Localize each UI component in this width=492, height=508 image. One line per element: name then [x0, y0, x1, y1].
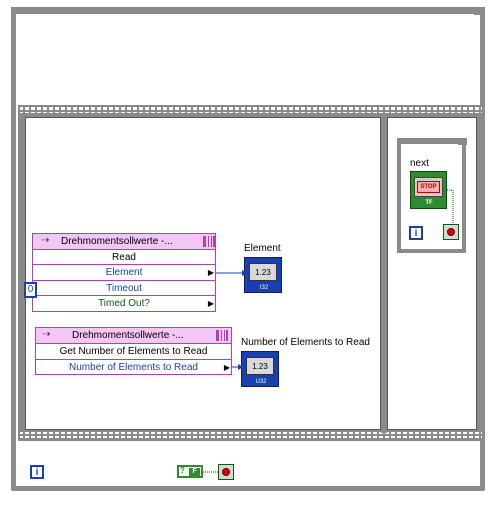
invoke-node-count-title: Drehmomentsollwerte -... — [72, 330, 184, 341]
wire-count — [231, 364, 243, 370]
stop-button-text: STOP — [420, 184, 437, 190]
outer-iteration-symbol: i — [35, 467, 39, 478]
invoke-node-arrow-icon: ⇢ — [41, 235, 50, 246]
element-indicator-terminal[interactable]: 1.23 I32 — [244, 257, 282, 293]
param-timeout-label: Timeout — [106, 283, 142, 294]
inner-loop-notch — [458, 138, 467, 145]
stop-button-face: STOP — [414, 177, 443, 197]
invoke-node-count-header[interactable]: ⇢ Drehmomentsollwerte -... — [35, 327, 232, 344]
sequence-sprockets — [20, 107, 482, 438]
param-count-label: Number of Elements to Read — [69, 362, 198, 373]
inner-iteration-symbol: i — [414, 228, 418, 239]
numeric-display: 1.23 — [249, 263, 277, 281]
output-arrow-icon: ▶ — [207, 268, 214, 277]
outer-iteration-terminal: i — [30, 465, 44, 479]
outer-loop-notch — [11, 7, 18, 14]
boolean-false-value: F — [192, 468, 197, 475]
inner-loop-condition-terminal[interactable] — [443, 224, 459, 240]
boolean-wire-inner — [447, 189, 454, 224]
outer-loop-notch — [474, 7, 485, 15]
boolean-false-box: F — [189, 468, 200, 476]
invoke-node-read-param-timeout[interactable]: Timeout — [32, 281, 216, 296]
count-indicator-terminal[interactable]: 1.23 U32 — [241, 351, 279, 387]
stop-if-true-icon — [222, 468, 230, 476]
invoke-node-read-header[interactable]: ⇢ Drehmomentsollwerte -... — [32, 233, 216, 250]
invoke-node-read-method: Read — [112, 252, 136, 263]
inner-iteration-terminal: i — [409, 226, 423, 240]
param-timedout-label: Timed Out? — [98, 298, 150, 309]
invoke-node-read-param-timedout[interactable]: Timed Out? ▶ — [32, 296, 216, 312]
inner-while-loop[interactable] — [397, 138, 466, 253]
fifo-refnum-icon — [216, 330, 228, 341]
timeout-constant-value: 0 — [27, 284, 34, 295]
next-stop-button-terminal[interactable]: STOP TF — [410, 171, 447, 209]
boolean-question-glyph: ? — [180, 466, 185, 475]
element-indicator-label: Element — [244, 243, 281, 254]
param-element-label: Element — [105, 267, 143, 278]
numeric-display: 1.23 — [246, 357, 274, 375]
element-display-value: 1.23 — [255, 268, 271, 277]
outer-loop-condition-terminal[interactable] — [218, 464, 234, 480]
invoke-node-count-param[interactable]: Number of Elements to Read ▶ — [35, 360, 232, 375]
sequence-frame-divider — [381, 113, 387, 433]
fifo-refnum-icon — [203, 236, 215, 247]
boolean-false-constant[interactable]: ? F — [177, 465, 203, 478]
count-indicator-label: Number of Elements to Read — [241, 337, 370, 348]
invoke-node-count-method: Get Number of Elements to Read — [59, 346, 208, 357]
stop-if-true-icon — [447, 228, 455, 236]
stop-button-tf: TF — [425, 200, 433, 206]
count-type-label: U32 — [255, 379, 267, 385]
wire-element — [216, 270, 247, 276]
invoke-node-read-title: Drehmomentsollwerte -... — [61, 236, 173, 247]
output-arrow-icon: ▶ — [223, 363, 230, 372]
next-button-label: next — [410, 158, 429, 169]
timeout-constant[interactable]: 0 — [24, 282, 37, 298]
element-type-label: I32 — [259, 285, 269, 291]
invoke-node-arrow-icon: ⇢ — [42, 329, 51, 340]
invoke-node-count-method-row[interactable]: Get Number of Elements to Read — [35, 344, 232, 360]
output-arrow-icon: ▶ — [207, 299, 214, 308]
stop-button-inner: STOP — [417, 181, 440, 193]
invoke-node-read-param-element[interactable]: Element ▶ — [32, 265, 216, 281]
count-display-value: 1.23 — [252, 362, 268, 371]
invoke-node-read-method-row[interactable]: Read — [32, 250, 216, 265]
